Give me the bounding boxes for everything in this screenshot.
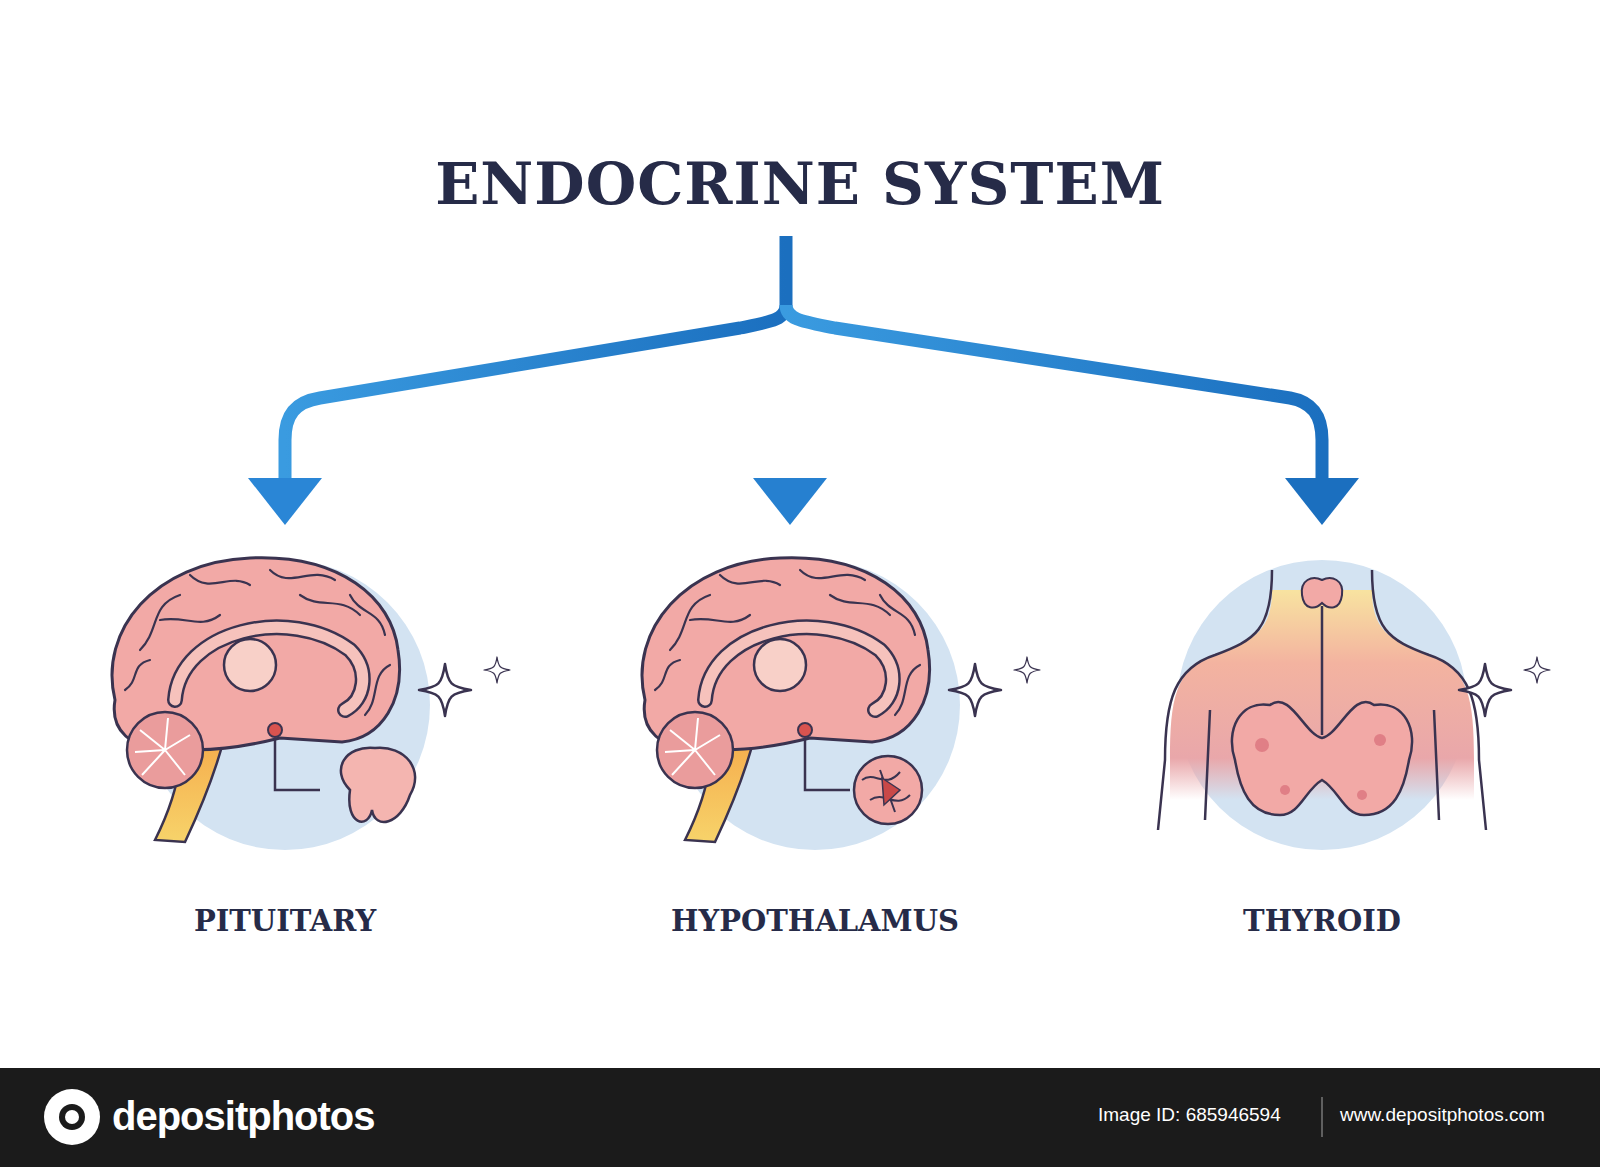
gland-label: HYPOTHALAMUS bbox=[665, 902, 965, 940]
gland-node: THYROID bbox=[1152, 545, 1492, 940]
gland-label: THYROID bbox=[1237, 902, 1407, 940]
watermark-logo-text: depositphotos bbox=[112, 1094, 375, 1139]
watermark-text: Image ID: 685946594 bbox=[1098, 1104, 1281, 1126]
watermark-text: www.depositphotos.com bbox=[1340, 1104, 1545, 1126]
diagram-title: ENDOCRINE SYSTEM bbox=[0, 150, 1600, 218]
gland-node: HYPOTHALAMUS bbox=[645, 545, 985, 940]
gland-label: PITUITARY bbox=[188, 902, 382, 940]
gland-node: PITUITARY bbox=[115, 545, 455, 940]
